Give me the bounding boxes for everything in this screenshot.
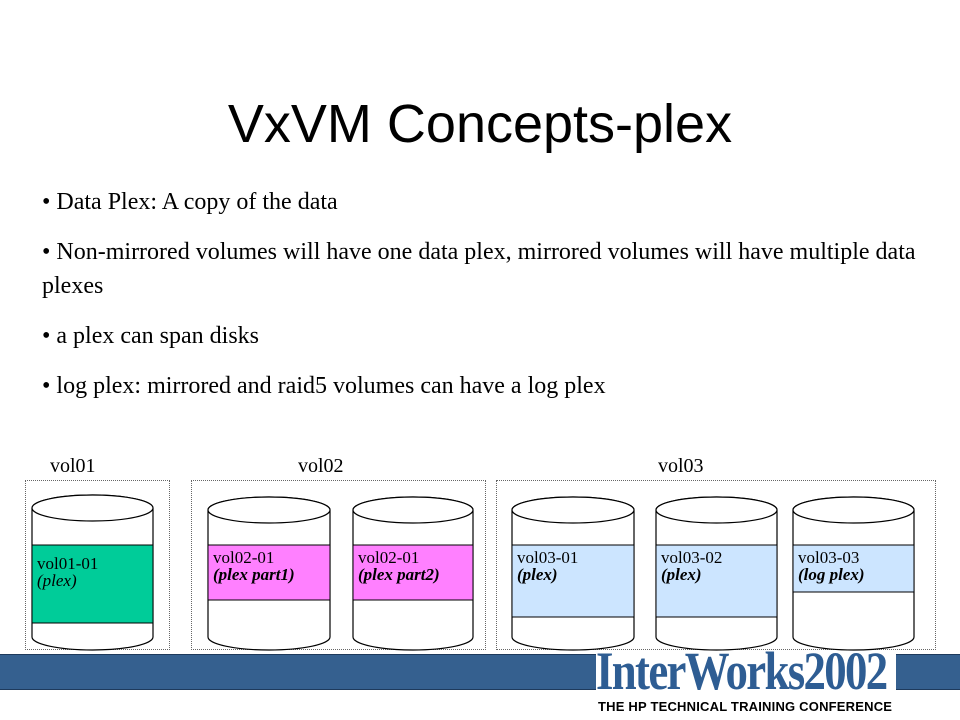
cylinder-top	[792, 496, 915, 524]
footer-bar	[0, 654, 596, 690]
cylinder-top	[511, 496, 635, 524]
plex-cylinder: vol03-03(log plex)	[792, 496, 915, 651]
plex-label: vol03-03(log plex)	[798, 549, 865, 583]
plex-band	[352, 544, 474, 601]
plex-description: (plex part1)	[213, 565, 295, 584]
volume-label-vol01: vol01	[50, 455, 96, 477]
plex-cylinder: vol03-01(plex)	[511, 496, 635, 651]
plex-band	[511, 544, 635, 618]
plex-cylinder: vol02-01(plex part1)	[207, 496, 331, 651]
plex-label: vol03-01(plex)	[517, 549, 578, 583]
volume-label-vol02: vol02	[298, 455, 344, 477]
bullet-list: Data Plex: A copy of the data Non-mirror…	[42, 185, 922, 419]
bullet-item: log plex: mirrored and raid5 volumes can…	[42, 369, 922, 403]
bullet-item: a plex can span disks	[42, 319, 922, 353]
plex-name: vol03-02	[661, 548, 723, 567]
plex-label: vol02-01(plex part1)	[213, 549, 295, 583]
plex-description: (plex)	[661, 565, 702, 584]
plex-cylinder: vol03-02(plex)	[655, 496, 778, 651]
plex-band	[792, 544, 915, 593]
plex-cylinder: vol01-01(plex)	[31, 494, 154, 651]
plex-label: vol02-01(plex part2)	[358, 549, 440, 583]
plex-description: (plex)	[37, 571, 77, 590]
cylinder-top	[352, 496, 474, 524]
plex-label: vol01-01(plex)	[37, 555, 98, 589]
plex-band	[31, 544, 154, 624]
bullet-item: Data Plex: A copy of the data	[42, 185, 922, 219]
cylinder-top	[31, 494, 154, 522]
plex-description: (plex part2)	[358, 565, 440, 584]
plex-label: vol03-02(plex)	[661, 549, 722, 583]
volume-group-vol02	[191, 480, 486, 650]
footer-bar-right	[896, 654, 960, 690]
logo-tagline: THE HP TECHNICAL TRAINING CONFERENCE	[598, 699, 893, 714]
plex-description: (log plex)	[798, 565, 865, 584]
bullet-item: Non-mirrored volumes will have one data …	[42, 235, 922, 303]
interworks-logo: InterWorks2002 THE HP TECHNICAL TRAINING…	[596, 641, 896, 720]
plex-band	[655, 544, 778, 618]
plex-name: vol03-01	[517, 548, 579, 567]
plex-name: vol01-01	[37, 554, 99, 573]
volume-label-vol03: vol03	[658, 455, 704, 477]
plex-cylinder: vol02-01(plex part2)	[352, 496, 474, 651]
cylinder-top	[207, 496, 331, 524]
logo-wordmark: InterWorks2002	[596, 641, 888, 701]
plex-name: vol02-01	[213, 548, 275, 567]
slide-title: VxVM Concepts-plex	[227, 94, 733, 154]
plex-band	[207, 544, 331, 601]
plex-description: (plex)	[517, 565, 558, 584]
plex-name: vol03-03	[798, 548, 860, 567]
plex-name: vol02-01	[358, 548, 420, 567]
cylinder-top	[655, 496, 778, 524]
